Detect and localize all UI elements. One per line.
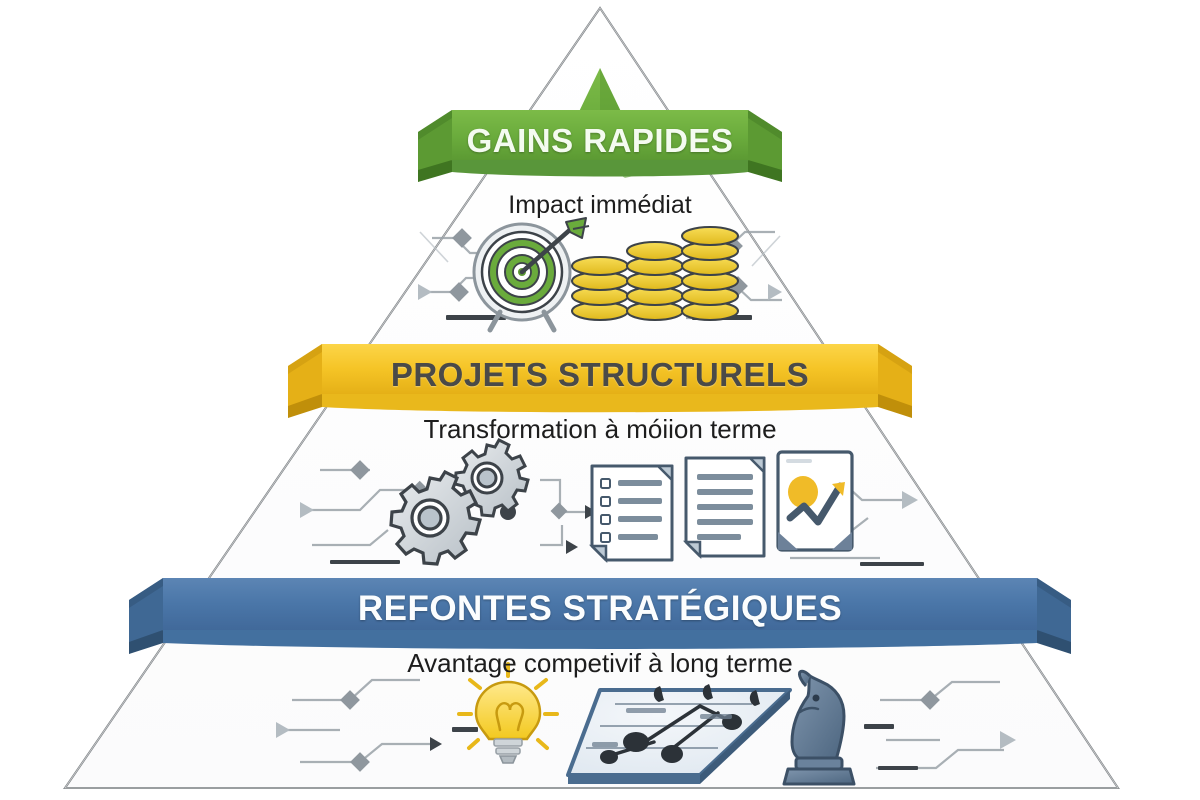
tier-banner-gains-rapides[interactable]: GAINS RAPIDES	[452, 110, 748, 172]
coin-stack-large-icon	[681, 226, 739, 321]
chess-knight-icon	[782, 669, 856, 786]
lightbulb-icon	[457, 662, 559, 764]
strategy-board-icon	[566, 684, 792, 784]
circuit-diagonals-tier1	[419, 231, 781, 267]
coin-stack-small-icon	[571, 256, 629, 321]
chart-card-icon	[776, 450, 854, 552]
tier-banner-label: REFONTES STRATÉGIQUES	[357, 589, 843, 628]
tier-banner-label: GAINS RAPIDES	[466, 122, 734, 159]
tier-subtitle-projets-structurels: Transformation à móiion terme	[423, 414, 777, 444]
tier-banner-refontes-strategiques[interactable]: REFONTES STRATÉGIQUES	[163, 578, 1037, 640]
circuit-decoration-tier3	[276, 678, 1004, 770]
tier-banner-label: PROJETS STRUCTURELS	[390, 356, 810, 393]
circuit-nodes-tier2	[300, 460, 924, 566]
circuit-nodes-tier3	[276, 690, 1016, 772]
banner-shape-projets	[288, 344, 912, 418]
document-icon	[682, 456, 766, 560]
coin-stack-medium-icon	[626, 241, 684, 321]
arrow-dart-icon	[519, 217, 590, 275]
tier-subtitle-gains-rapides: Impact immédiat	[508, 191, 692, 219]
checklist-document-icon	[588, 464, 674, 564]
gear-large-icon	[389, 469, 483, 566]
tier-subtitle-refontes-strategiques: Avantage competivif à long terme	[407, 648, 793, 678]
banner-shape-refontes	[129, 578, 1071, 654]
tier-banner-projets-structurels[interactable]: PROJETS STRUCTURELS	[322, 344, 878, 406]
banner-shape-gains	[418, 110, 782, 182]
